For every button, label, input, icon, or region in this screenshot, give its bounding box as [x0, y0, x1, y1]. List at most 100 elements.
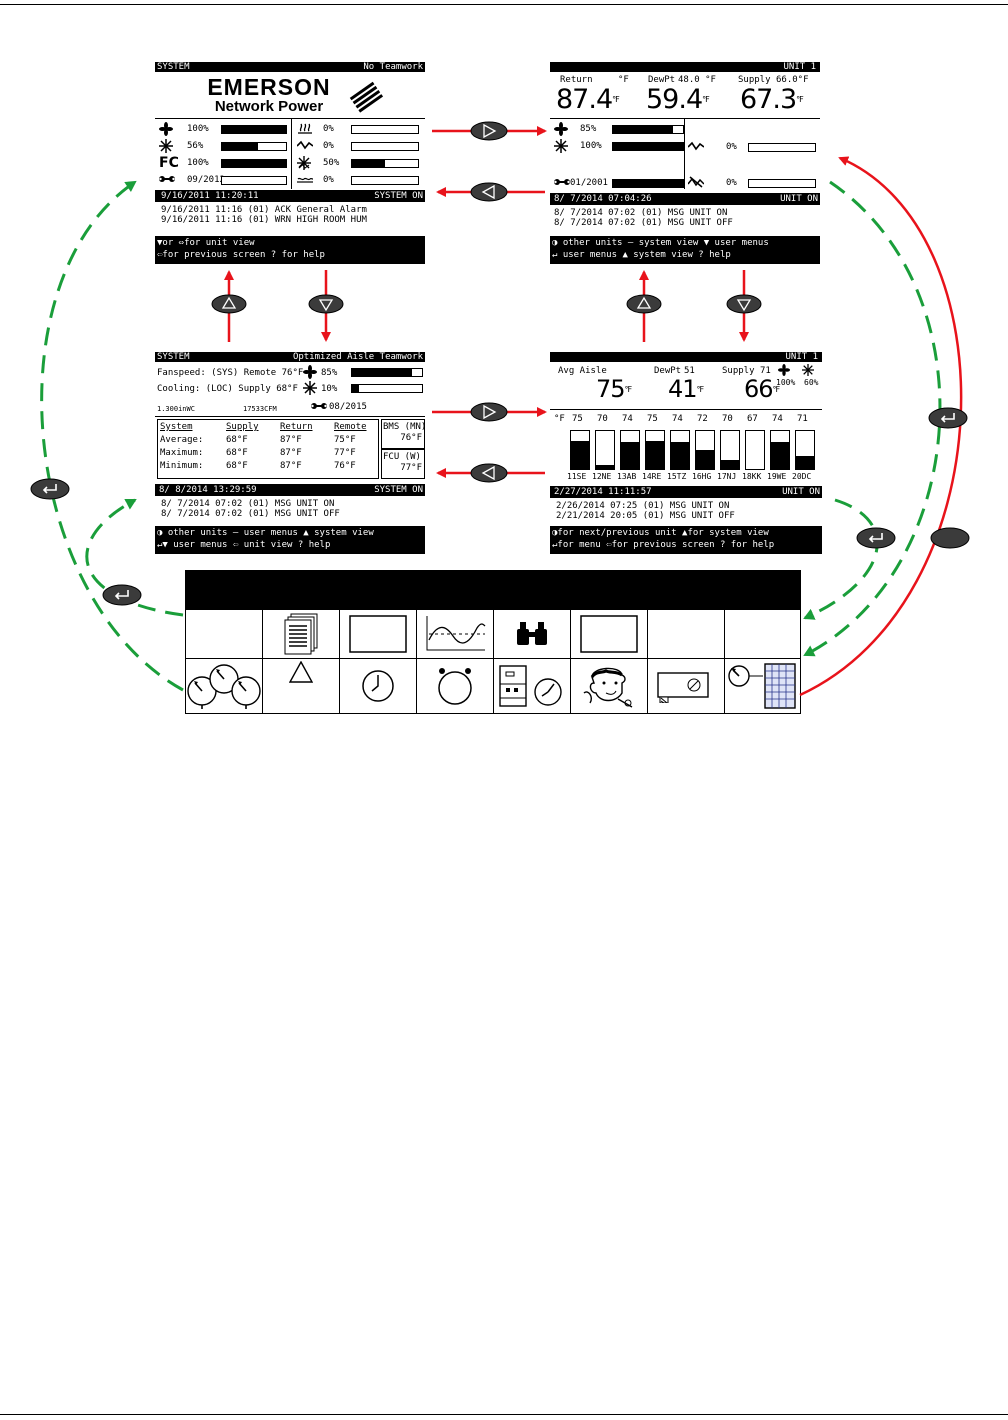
unit-sensors-screen: UNIT 1 Avg Aisle DewPt 51 Supply 71 75°F…: [550, 352, 822, 554]
right-arrow-button[interactable]: [470, 402, 508, 422]
supply-temp: 67.3°F: [740, 84, 804, 115]
supply-setpoint: 71: [760, 366, 771, 376]
supply-setpoint: 66.0°F: [776, 75, 809, 85]
user-menu-grid: [185, 570, 801, 714]
teamwork-mode: No Teamwork: [363, 62, 423, 72]
sensor-name: 17NJ: [717, 472, 737, 481]
table-cell: 87°F: [280, 448, 302, 458]
bms-label: BMS (MN): [383, 422, 425, 432]
up-arrow-button[interactable]: [626, 294, 662, 314]
dewpoint-label: DewPt: [654, 366, 682, 376]
teamwork-mode: Optimized Aisle Teamwork: [292, 352, 423, 362]
header-bar: UNIT 1: [550, 62, 820, 72]
sensor-bar: [670, 430, 690, 470]
value-readout: 100%: [187, 158, 209, 168]
trend-graph-icon[interactable]: [416, 611, 493, 657]
blank-panel-icon[interactable]: [570, 611, 647, 657]
table-header: Supply: [226, 422, 259, 432]
fan-icon: [778, 364, 790, 376]
table-cell: 87°F: [280, 435, 302, 445]
down-arrow-button[interactable]: [726, 294, 762, 314]
sensor-panel-icon[interactable]: [724, 661, 800, 711]
fan-percent: 85%: [321, 368, 338, 378]
sensor-name: 20DC: [792, 472, 812, 481]
reheat-icon: [297, 122, 313, 137]
setpoints-gauges-icon[interactable]: [186, 661, 262, 711]
cooling-control: Cooling: (LOC) Supply 68°F: [157, 384, 298, 394]
value-readout: 01/2001: [570, 178, 608, 188]
humidifier-icon: [687, 140, 705, 154]
value-readout: 100%: [187, 124, 209, 134]
water-icon: [297, 173, 314, 187]
level-bar: [612, 142, 684, 151]
down-arrow-button[interactable]: [308, 294, 344, 314]
event-line: 9/16/2011 11:16 (01) ACK General Alarm: [161, 205, 367, 215]
enter-button[interactable]: [928, 407, 968, 429]
up-arrow-button[interactable]: [211, 294, 247, 314]
wrench-icon: [554, 176, 570, 191]
level-bar: [612, 179, 684, 188]
wrench-icon: [159, 173, 175, 188]
dewpoint-temp: 41°F: [668, 375, 704, 403]
bottom-rule: [0, 1414, 1008, 1415]
avg-aisle-label: Avg Aisle: [558, 366, 607, 376]
sensor-name: 11SE: [567, 472, 587, 481]
sensor-temp: 74: [672, 414, 683, 424]
header-bar: SYSTEM No Teamwork: [155, 62, 425, 72]
bms-value: 76°F: [400, 433, 422, 443]
enter-button[interactable]: [102, 584, 142, 606]
left-arrow-button[interactable]: [470, 463, 508, 483]
help-bar: ◑for next/previous unit ▲for system view…: [550, 526, 822, 554]
unit-state: UNIT ON: [780, 194, 818, 204]
fan-icon: [303, 365, 317, 379]
snowflake-icon: [554, 139, 568, 156]
left-arrow-button[interactable]: [470, 182, 508, 202]
sensor-name: 13AB: [617, 472, 637, 481]
unit-controller-icon[interactable]: [493, 661, 570, 711]
clock-icon[interactable]: [339, 661, 416, 711]
event-line: 8/ 7/2014 07:02 (01) MSG UNIT OFF: [554, 218, 733, 228]
display-setup-icon[interactable]: [647, 661, 724, 711]
level-bar: [351, 176, 419, 185]
document-stack-icon[interactable]: [262, 611, 339, 657]
sensor-temp: 75: [647, 414, 658, 424]
sensor-temp: 70: [722, 414, 733, 424]
right-arrow-button[interactable]: [470, 121, 508, 141]
dewpoint-setpoint: 51: [684, 366, 695, 376]
help-line: ↵for menu ⇦for previous screen ? for hel…: [552, 540, 775, 550]
fan-percent: 100%: [776, 378, 796, 387]
fcu-label: FCU (W): [383, 452, 421, 462]
help-line: ◑for next/previous unit ▲for system view: [552, 528, 769, 538]
humidifier-icon: [296, 139, 314, 153]
free-cooling-label: FC: [159, 155, 179, 171]
status-bar: 8/ 7/2014 07:04:26 UNIT ON: [550, 193, 820, 205]
blank-panel-icon[interactable]: [339, 611, 416, 657]
fan-icon: [554, 122, 568, 139]
value-readout: 100%: [580, 141, 602, 151]
return-label: Return: [560, 75, 593, 85]
blank-button[interactable]: [930, 527, 970, 549]
dewpoint-label: DewPt: [648, 75, 676, 85]
cooling-bar: [351, 384, 423, 393]
enter-button[interactable]: [30, 478, 70, 500]
avg-aisle-temp: 75°F: [596, 375, 632, 403]
timer-icon[interactable]: [416, 661, 493, 711]
emerson-emblem-icon: [349, 81, 384, 113]
level-bar: [748, 179, 816, 188]
table-cell: Minimum:: [160, 461, 204, 471]
table-header: System: [160, 422, 193, 432]
event-line: 9/16/2011 11:16 (01) WRN HIGH ROOM HUM: [161, 215, 367, 225]
fanspeed-control: Fanspeed: (SYS) Remote 76°F: [157, 368, 304, 378]
cooling-percent: 60%: [804, 378, 819, 387]
sensor-temp: 74: [772, 414, 783, 424]
service-technician-icon[interactable]: [570, 661, 647, 711]
value-readout: 85%: [580, 124, 597, 134]
table-header: Return: [280, 422, 313, 432]
binoculars-icon[interactable]: [493, 611, 570, 657]
temp-unit: °F: [554, 414, 565, 424]
alarm-triangle-icon[interactable]: [262, 661, 339, 711]
level-bar: [748, 143, 816, 152]
enter-button[interactable]: [856, 527, 896, 549]
help-bar: ▼or ⇔for unit view ⇦for previous screen …: [155, 236, 425, 264]
